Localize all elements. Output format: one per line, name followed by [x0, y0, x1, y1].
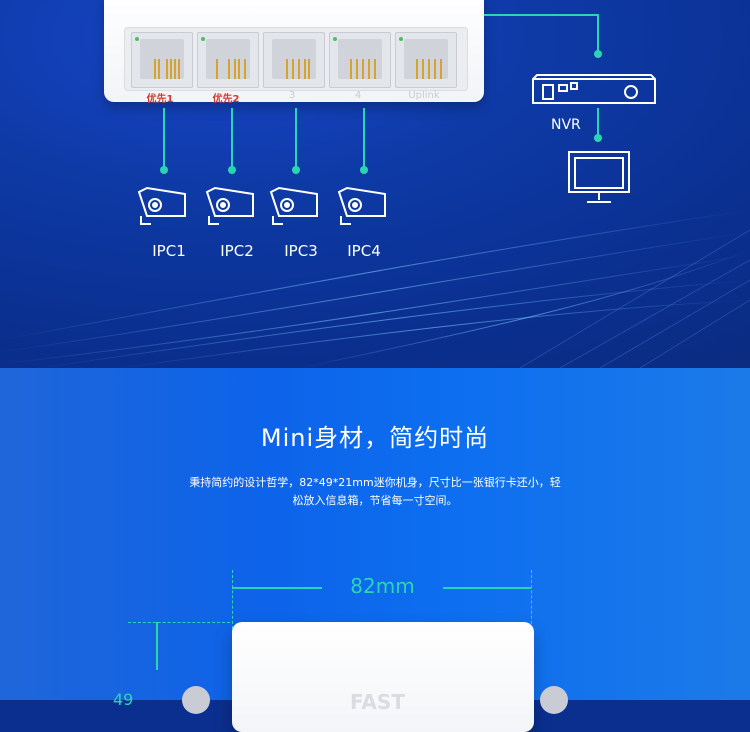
brand-logo: FAST [350, 690, 405, 714]
port-label: 优先2 [212, 94, 240, 105]
height-dimension-label: 49 [113, 690, 134, 709]
decorative-blur [182, 686, 210, 714]
link-line [363, 108, 365, 170]
link-dot [160, 166, 168, 174]
link-line-nvr [484, 14, 598, 16]
camera-label: IPC2 [220, 242, 254, 260]
switch-port-panel [124, 27, 468, 91]
monitor-icon [568, 151, 630, 203]
nvr-icon [532, 74, 656, 104]
feature-description-line: 秉持简约的设计哲学，82*49*21mm迷你机身，尺寸比一张银行卡还小，轻 [189, 476, 561, 489]
link-dot [360, 166, 368, 174]
network-diagram-section: 优先1 优先2 3 4 Uplink [0, 0, 750, 369]
dimension-line [443, 587, 531, 589]
dimension-line-vertical [156, 622, 158, 670]
link-line-monitor [597, 108, 599, 138]
port-3 [263, 32, 325, 88]
camera-icon [269, 186, 318, 225]
height-guide-top [128, 622, 230, 623]
port-2 [197, 32, 259, 88]
camera-icon [137, 186, 186, 225]
port-label: 3 [288, 90, 296, 101]
feature-headline: Mini身材，简约时尚 [260, 424, 490, 452]
link-dot [594, 50, 602, 58]
port-label: 优先1 [146, 94, 174, 105]
camera-label: IPC3 [284, 242, 318, 260]
link-dot [228, 166, 236, 174]
camera-label: IPC1 [152, 242, 186, 260]
switch-device-front [232, 622, 534, 732]
port-label: 4 [354, 90, 362, 101]
feature-description-line: 松放入信息箱，节省每一寸空间。 [292, 494, 458, 507]
link-line [231, 108, 233, 170]
link-line [295, 108, 297, 170]
port-4 [329, 32, 391, 88]
link-dot [292, 166, 300, 174]
camera-label: IPC4 [347, 242, 381, 260]
port-label: Uplink [408, 90, 440, 101]
link-dot [594, 134, 602, 142]
camera-icon [205, 186, 254, 225]
port-uplink [395, 32, 457, 88]
link-line-nvr [597, 14, 599, 54]
decorative-blur [540, 686, 568, 714]
feature-description: 秉持简约的设计哲学，82*49*21mm迷你机身，尺寸比一张银行卡还小，轻 松放… [0, 474, 750, 510]
width-dimension-label: 82mm [350, 574, 415, 598]
link-line [163, 108, 165, 170]
port-1 [131, 32, 193, 88]
dimension-line [232, 587, 322, 589]
camera-icon [337, 186, 386, 225]
nvr-label: NVR [551, 117, 581, 133]
port-label-row: 优先1 优先2 3 4 Uplink [124, 90, 466, 105]
